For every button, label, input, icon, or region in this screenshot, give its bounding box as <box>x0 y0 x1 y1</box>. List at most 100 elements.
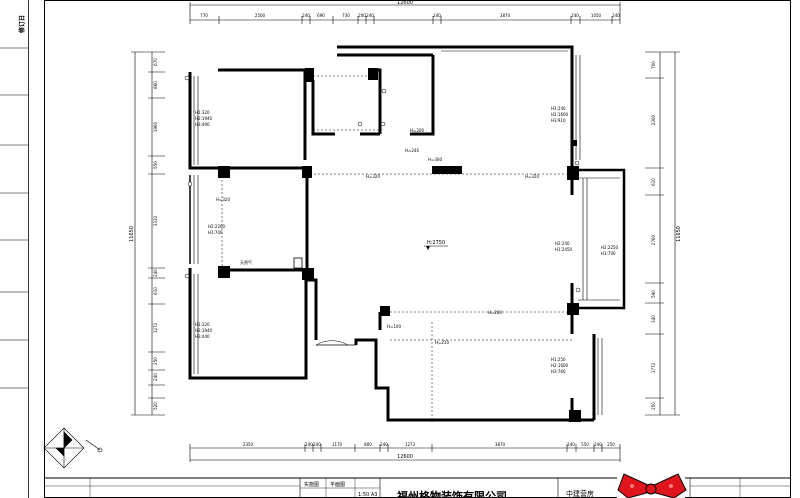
svg-text:590: 590 <box>651 290 656 298</box>
svg-text:2500: 2500 <box>255 13 266 18</box>
svg-text:H1:250: H1:250 <box>551 357 566 362</box>
svg-text:H2:2200: H2:2200 <box>208 224 226 229</box>
right-dimension-chain <box>645 51 680 416</box>
outlet-markers <box>184 75 581 293</box>
svg-text:1050: 1050 <box>591 13 602 18</box>
svg-text:H2:1940: H2:1940 <box>195 116 213 121</box>
door-swing <box>293 257 356 346</box>
svg-text:800: 800 <box>364 442 372 447</box>
svg-text:240: 240 <box>571 13 579 18</box>
svg-text:H=260: H=260 <box>488 310 502 315</box>
svg-text:1273: 1273 <box>405 442 416 447</box>
svg-text:730: 730 <box>342 13 350 18</box>
svg-text:H=320: H=320 <box>216 197 230 202</box>
svg-text:240: 240 <box>612 13 620 18</box>
svg-text:H=320: H=320 <box>366 174 380 179</box>
svg-text:H2:1600: H2:1600 <box>551 112 569 117</box>
room-label-top-left: H1:320 H2:1940 H3:490 <box>195 110 213 127</box>
bow-logo-icon <box>617 472 687 498</box>
left-dimension-chain <box>131 51 165 416</box>
bottom-dimension-labels: 2350 240 240 1170 800 240 1273 3870 240 … <box>243 442 615 447</box>
company-name: 福州格物装饰有限公司 <box>396 489 507 498</box>
svg-text:H1:700: H1:700 <box>208 230 223 235</box>
right-total-dimension: 11650 <box>676 226 682 242</box>
svg-text:240: 240 <box>433 13 441 18</box>
svg-text:H3:440: H3:440 <box>195 334 210 339</box>
room-label-right-mid-a: H2:240 H1:2450 <box>555 241 573 252</box>
svg-text:H1:700: H1:700 <box>601 251 616 256</box>
bottom-dimension-chain <box>189 444 621 462</box>
svg-text:240: 240 <box>302 13 310 18</box>
svg-text:2300: 2300 <box>651 114 656 125</box>
top-right-window-frames <box>441 50 603 415</box>
svg-text:H=300: H=300 <box>428 157 442 162</box>
client-name: 中建营房 <box>566 489 594 498</box>
svg-text:250: 250 <box>607 442 615 447</box>
svg-text:700: 700 <box>651 61 656 69</box>
svg-text:H=200: H=200 <box>410 128 424 133</box>
svg-text:200: 200 <box>358 13 366 18</box>
svg-text:610: 610 <box>651 178 656 186</box>
svg-text:240: 240 <box>594 442 602 447</box>
compass-symbol <box>43 427 103 469</box>
title-row-label-a: 实施图 <box>304 481 319 488</box>
svg-text:H1:320: H1:320 <box>195 110 210 115</box>
svg-text:860: 860 <box>153 81 158 89</box>
svg-text:1772: 1772 <box>651 362 656 373</box>
svg-text:H=240: H=240 <box>405 148 419 153</box>
beam-height-annotations: H=320 H=320 H=300 H=320 H=240 H=260 H=10… <box>216 128 539 345</box>
svg-text:H1:320: H1:320 <box>195 322 210 327</box>
svg-text:240: 240 <box>153 373 158 381</box>
svg-text:250: 250 <box>153 357 158 365</box>
bottom-total-dimension: 12600 <box>397 454 413 460</box>
revision-sidebar: 修订日 <box>0 0 29 498</box>
svg-text:250: 250 <box>651 402 656 410</box>
right-dimension-labels: 700 2300 610 2760 590 340 1772 250 <box>651 61 656 410</box>
drawing-scale: 1:50 A3 <box>358 492 377 498</box>
title-row-label-b: 平面图 <box>330 482 345 488</box>
svg-text:520: 520 <box>153 402 158 410</box>
svg-text:240: 240 <box>305 442 313 447</box>
svg-text:340: 340 <box>651 315 656 323</box>
svg-text:H1:240: H1:240 <box>551 106 566 111</box>
svg-text:610: 610 <box>153 287 158 295</box>
svg-text:H2:2250: H2:2250 <box>601 245 619 250</box>
svg-text:770: 770 <box>200 13 208 18</box>
right-bay-window <box>578 168 626 310</box>
svg-text:1960: 1960 <box>153 121 158 132</box>
svg-text:550: 550 <box>581 442 589 447</box>
svg-text:H2:1940: H2:1940 <box>195 328 213 333</box>
svg-text:550: 550 <box>153 161 158 169</box>
revision-label: 修订日 <box>18 15 26 34</box>
svg-text:690: 690 <box>317 13 325 18</box>
sheet-border <box>44 0 791 498</box>
gas-meter-label: 天然气 <box>240 259 252 265</box>
svg-text:240: 240 <box>380 442 388 447</box>
svg-text:240: 240 <box>567 442 575 447</box>
svg-text:2760: 2760 <box>651 234 656 245</box>
exterior-walls <box>188 45 596 422</box>
left-dimension-labels: 670 860 1960 550 3310 240 610 1272 250 2… <box>153 58 158 410</box>
top-total-dimension: 12600 <box>397 0 413 6</box>
svg-text:H2:1600: H2:1600 <box>551 363 569 368</box>
svg-text:670: 670 <box>153 58 158 66</box>
svg-text:2350: 2350 <box>243 442 254 447</box>
svg-text:1272: 1272 <box>153 322 158 333</box>
left-total-dimension: 11650 <box>129 226 135 242</box>
room-label-left-mid: H2:2200 H1:700 <box>208 224 226 235</box>
svg-text:H=100: H=100 <box>387 324 401 329</box>
svg-text:H2:240: H2:240 <box>555 241 570 246</box>
svg-text:240: 240 <box>313 442 321 447</box>
svg-text:H3:910: H3:910 <box>551 118 566 123</box>
svg-text:H:2750: H:2750 <box>427 240 445 246</box>
svg-text:H3:490: H3:490 <box>195 122 210 127</box>
svg-text:H=210: H=210 <box>435 340 449 345</box>
svg-text:240: 240 <box>366 13 374 18</box>
top-dimension-labels: 770 2500 240 690 730 200 240 240 3870 24… <box>200 13 620 18</box>
structural-columns <box>218 68 581 422</box>
svg-text:3870: 3870 <box>495 442 506 447</box>
svg-text:3870: 3870 <box>500 13 511 18</box>
room-label-right-mid-b: H2:2250 H1:700 <box>601 245 619 256</box>
left-window-frames <box>189 76 199 374</box>
